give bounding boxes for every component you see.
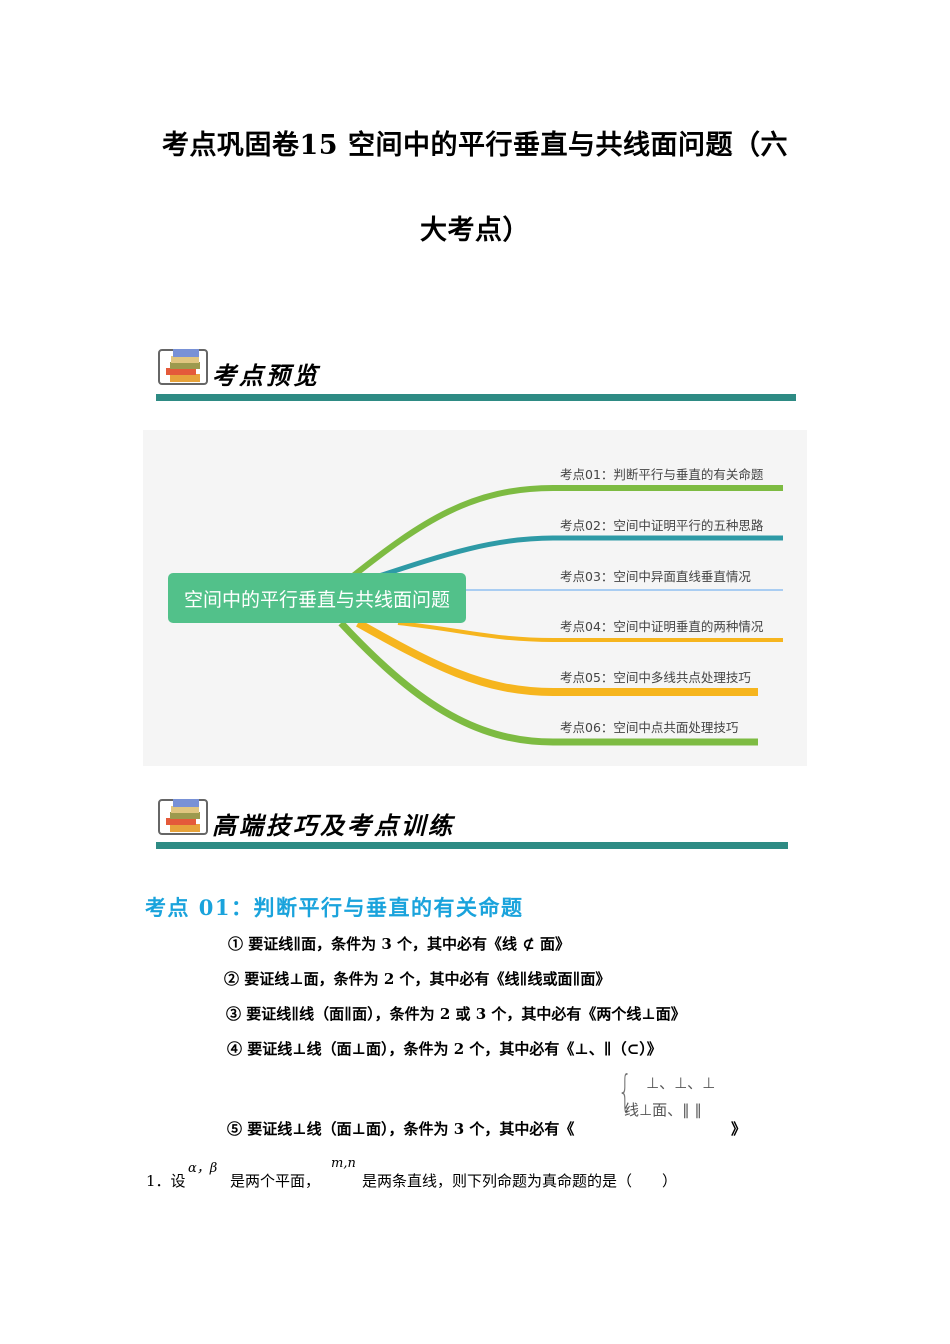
section-header-training: 高端技巧及考点训练 <box>156 790 789 850</box>
rule-5-close: 》 <box>731 1120 747 1138</box>
rule-4: ④ 要证线⊥线（面⊥面），条件为 2 个，其中必有《⊥、∥（⊂）》 <box>227 1040 662 1058</box>
mindmap-node-04: 考点04：空间中证明垂直的两种情况 <box>560 619 764 634</box>
books-icon <box>158 349 208 385</box>
left-brace-icon: { <box>618 1066 632 1117</box>
brace-row-2: 线⊥面、∥ ∥ <box>624 1101 702 1119</box>
section-label-preview: 考点预览 <box>212 361 320 390</box>
kaodian-01-heading: 考点 01：判断平行与垂直的有关命题 <box>145 895 524 920</box>
section-label-training: 高端技巧及考点训练 <box>212 811 455 840</box>
mindmap-node-01: 考点01：判断平行与垂直的有关命题 <box>560 467 764 482</box>
mindmap-root-node: 空间中的平行垂直与共线面问题 <box>168 573 466 623</box>
rule-3: ③ 要证线∥线（面∥面），条件为 2 或 3 个，其中必有《两个线⊥面》 <box>226 1005 686 1023</box>
mindmap-node-02: 考点02：空间中证明平行的五种思路 <box>560 518 764 533</box>
books-icon <box>158 799 208 835</box>
section-divider <box>156 842 788 849</box>
section-divider <box>156 394 796 401</box>
brace-row-1: ⊥、⊥、⊥ <box>646 1074 716 1092</box>
rule-5-condition-brace: { ⊥、⊥、⊥ 线⊥面、∥ ∥ <box>618 1068 738 1128</box>
question-1-number: 1．设 <box>146 1172 186 1190</box>
mindmap-branches <box>338 485 783 746</box>
mindmap-node-05: 考点05：空间中多线共点处理技巧 <box>560 670 751 685</box>
question-1-planes: α，β <box>188 1161 218 1176</box>
mindmap-node-03: 考点03：空间中异面直线垂直情况 <box>560 569 751 584</box>
rule-5: ⑤ 要证线⊥线（面⊥面），条件为 3 个，其中必有《 <box>227 1120 575 1138</box>
document-title-line-1: 考点巩固卷15 空间中的平行垂直与共线面问题（六 <box>162 130 788 161</box>
question-1-text-2: 是两条直线，则下列命题为真命题的是（ ） <box>362 1172 678 1190</box>
rule-1: ① 要证线∥面，条件为 3 个，其中必有《线 ⊄ 面》 <box>228 935 571 953</box>
section-header-preview: 考点预览 <box>156 340 798 401</box>
mindmap-node-06: 考点06：空间中点共面处理技巧 <box>560 720 739 735</box>
mindmap-overview: 空间中的平行垂直与共线面问题 考点01：判断平行与垂直的有关命题 考点02：空间… <box>143 430 807 766</box>
rule-2: ② 要证线⊥面，条件为 2 个，其中必有《线∥线或面∥面》 <box>224 970 611 988</box>
question-1-text-1: 是两个平面， <box>230 1172 321 1190</box>
document-title-line-2: 大考点） <box>420 215 530 246</box>
question-1-lines: m,n <box>331 1156 356 1171</box>
